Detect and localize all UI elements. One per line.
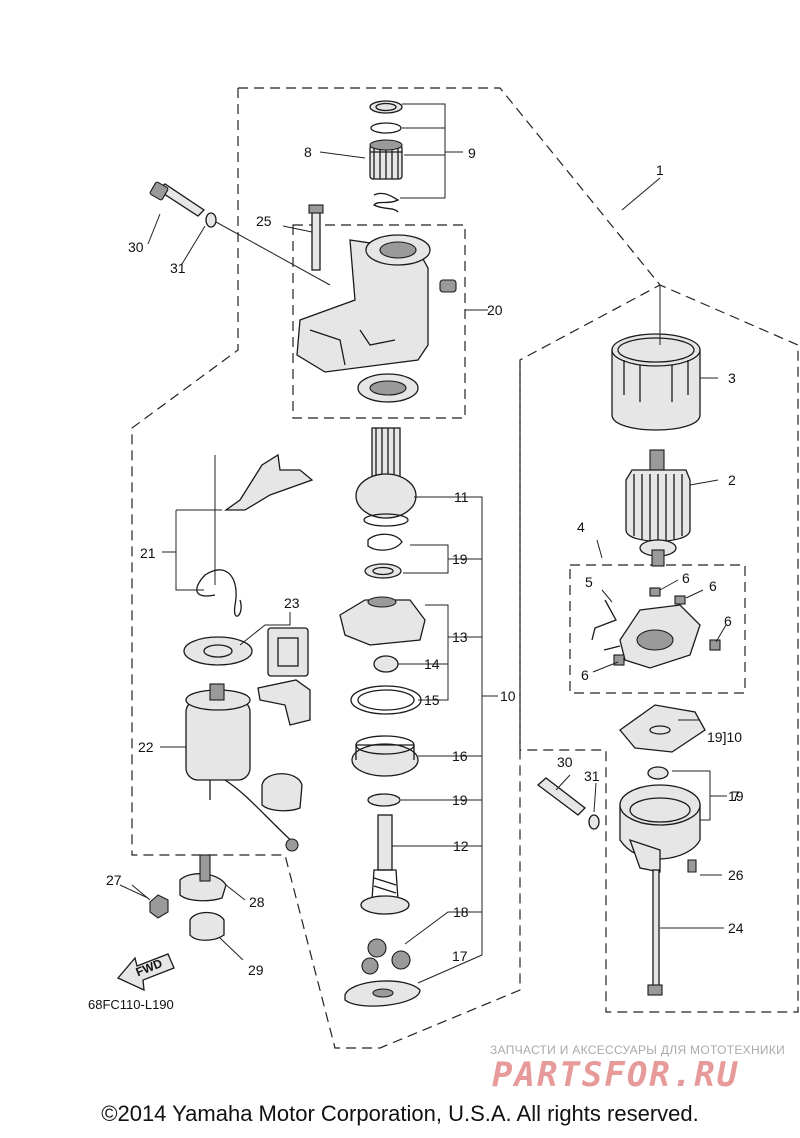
callout-7: 7 (732, 788, 740, 804)
callout-26: 26 (728, 867, 744, 883)
callout-8: 8 (304, 144, 312, 160)
callout-22: 22 (138, 739, 154, 755)
lever-solenoid (160, 453, 314, 852)
bolt-25 (308, 204, 324, 271)
callout-28: 28 (249, 894, 265, 910)
brush-holder (591, 539, 727, 673)
pinion-set (369, 100, 463, 213)
callout-19b: 19 (452, 792, 468, 808)
yoke-armature (611, 285, 719, 567)
callout-labels: 1 2 3 4 5 6 6 6 6 7 8 9 10 11 12 13 14 1… (106, 144, 744, 978)
callout-5: 5 (585, 574, 593, 590)
fwd-arrow-icon: FWD (116, 953, 175, 992)
copyright-notice: ©2014 Yamaha Motor Corporation, U.S.A. A… (101, 1101, 699, 1126)
callout-6c: 6 (724, 613, 732, 629)
callout-17: 17 (452, 948, 468, 964)
callout-6b: 6 (709, 578, 717, 594)
callout-20: 20 (487, 302, 503, 318)
callout-29: 29 (248, 962, 264, 978)
callout-30-right: 30 (557, 754, 573, 770)
callout-24: 24 (728, 920, 744, 936)
callout-31-right: 31 (584, 768, 600, 784)
callout-1: 1 (656, 162, 664, 178)
front-bracket (296, 234, 457, 403)
callout-13: 13 (452, 629, 468, 645)
assembly-outline (131, 87, 799, 1049)
drive-train (339, 427, 498, 1007)
callout-30-left: 30 (128, 239, 144, 255)
callout-25: 25 (256, 213, 272, 229)
callout-14: 14 (424, 656, 440, 672)
callout-12: 12 (453, 838, 469, 854)
callout-19c: 19 (728, 788, 744, 804)
callout-6d: 6 (581, 667, 589, 683)
watermark-caption: ЗАПЧАСТИ И АКСЕССУАРЫ ДЛЯ МОТОТЕХНИКИ (490, 1043, 786, 1057)
fasteners-lower-left (131, 854, 246, 961)
callout-23: 23 (284, 595, 300, 611)
callout-4: 4 (577, 519, 585, 535)
callout-15: 15 (424, 692, 440, 708)
diagram-code: 68FC110-L190 (88, 997, 174, 1012)
callout-16: 16 (452, 748, 468, 764)
callout-19-10: 19]10 (707, 729, 742, 745)
callout-19a: 19 (452, 551, 468, 567)
callout-21: 21 (140, 545, 156, 561)
label-leaders (119, 151, 661, 899)
callout-3: 3 (728, 370, 736, 386)
watermark-logo: PARTSFOR.RU (492, 1055, 740, 1095)
callout-27: 27 (106, 872, 122, 888)
rear-cover (536, 704, 727, 996)
bolt-washer-left (149, 181, 331, 286)
callout-6a: 6 (682, 570, 690, 586)
callout-18: 18 (453, 904, 469, 920)
callout-11: 11 (454, 489, 469, 505)
callout-10: 10 (500, 688, 516, 704)
callout-2: 2 (728, 472, 736, 488)
callout-31-left: 31 (170, 260, 186, 276)
callout-9: 9 (468, 145, 476, 161)
